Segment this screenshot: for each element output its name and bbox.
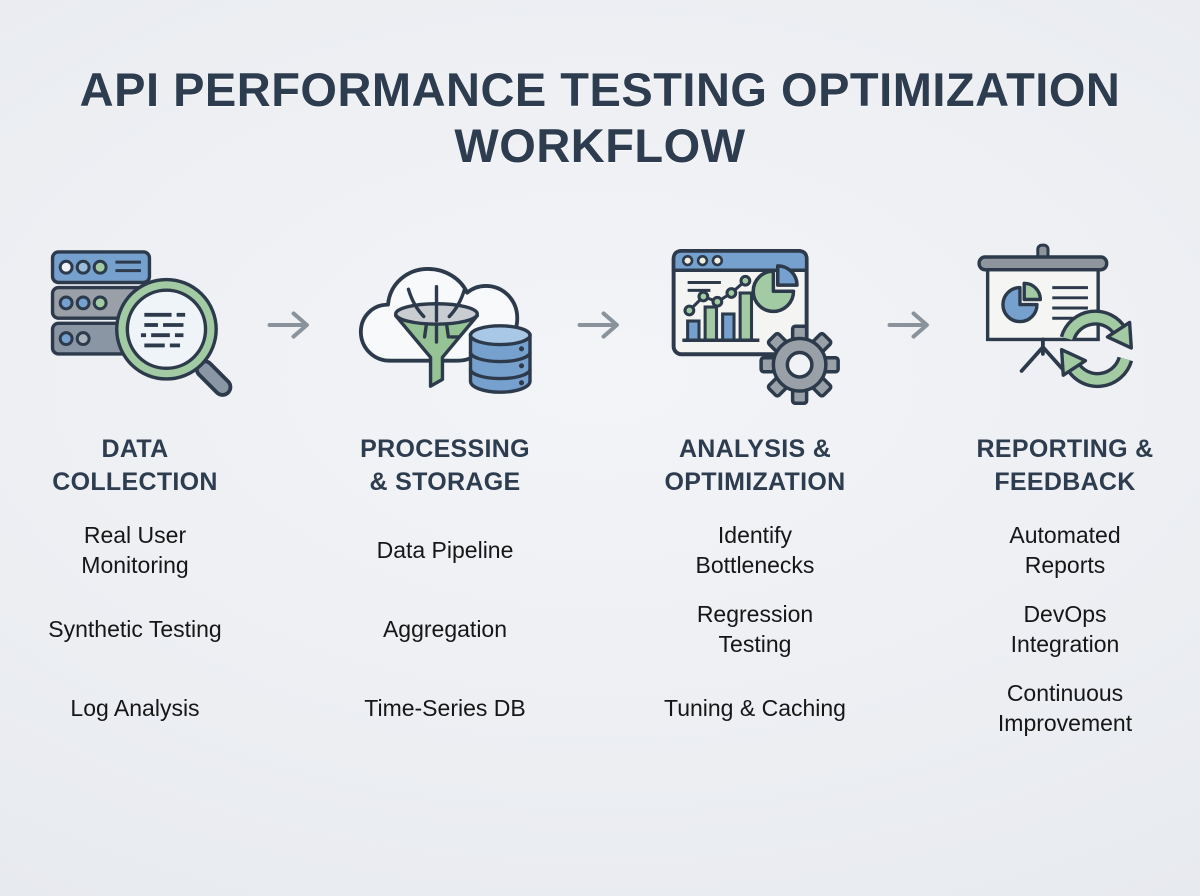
stage-item: Tuning & Caching	[664, 695, 846, 722]
stage-icon-box	[37, 231, 233, 419]
stage-processing-storage: PROCESSING & STORAGE Data Pipeline Aggre…	[314, 231, 576, 748]
stage-items: Data Pipeline Aggregation Time-Series DB	[364, 511, 525, 748]
stage-item: Data Pipeline	[376, 537, 514, 564]
stage-item: Real User Monitoring	[81, 521, 189, 579]
stage-heading: DATA COLLECTION	[52, 434, 218, 496]
flow-arrow-1	[266, 231, 314, 419]
stage-heading: ANALYSIS & OPTIMIZATION	[664, 434, 846, 496]
page-title: API PERFORMANCE TESTING OPTIMIZATION WOR…	[79, 63, 1121, 173]
stage-data-collection: DATA COLLECTION Real User Monitoring Syn…	[4, 231, 266, 748]
cloud-funnel-database-icon	[358, 266, 532, 394]
stage-item: Regression Testing	[696, 600, 814, 658]
stage-heading: PROCESSING & STORAGE	[360, 434, 530, 496]
flow-arrow-2	[576, 231, 624, 419]
stage-icon-box	[663, 231, 847, 419]
analytics-dashboard-gear-icon	[671, 249, 840, 406]
stage-item: Time-Series DB	[364, 695, 526, 722]
right-arrow-icon	[577, 311, 619, 339]
presentation-sync-icon	[977, 243, 1134, 388]
flow-arrow-3	[886, 231, 934, 419]
stage-item: Identify Bottlenecks	[695, 521, 815, 579]
workflow-row: DATA COLLECTION Real User Monitoring Syn…	[0, 231, 1200, 748]
database-search-icon	[50, 249, 233, 397]
stage-icon-box	[347, 231, 543, 419]
gear-icon	[759, 324, 840, 406]
stage-item: Automated Reports	[1009, 521, 1121, 579]
stage-heading: REPORTING & FEEDBACK	[976, 434, 1154, 496]
stage-analysis-optimization: ANALYSIS & OPTIMIZATION Identify Bottlen…	[624, 231, 886, 748]
stage-items: Automated Reports DevOps Integration Con…	[998, 511, 1132, 748]
stage-item: DevOps Integration	[1010, 600, 1120, 658]
stage-reporting-feedback: REPORTING & FEEDBACK Automated Reports D…	[934, 231, 1196, 748]
stage-item: Log Analysis	[70, 695, 200, 722]
stage-items: Identify Bottlenecks Regression Testing …	[664, 511, 846, 748]
stage-items: Real User Monitoring Synthetic Testing L…	[48, 511, 221, 748]
right-arrow-icon	[267, 311, 309, 339]
stage-item: Continuous Improvement	[997, 679, 1133, 737]
stage-icon-box	[967, 231, 1163, 419]
stage-item: Synthetic Testing	[48, 616, 222, 643]
right-arrow-icon	[887, 311, 929, 339]
sync-arrows-icon	[1059, 309, 1134, 388]
stage-item: Aggregation	[382, 616, 508, 643]
